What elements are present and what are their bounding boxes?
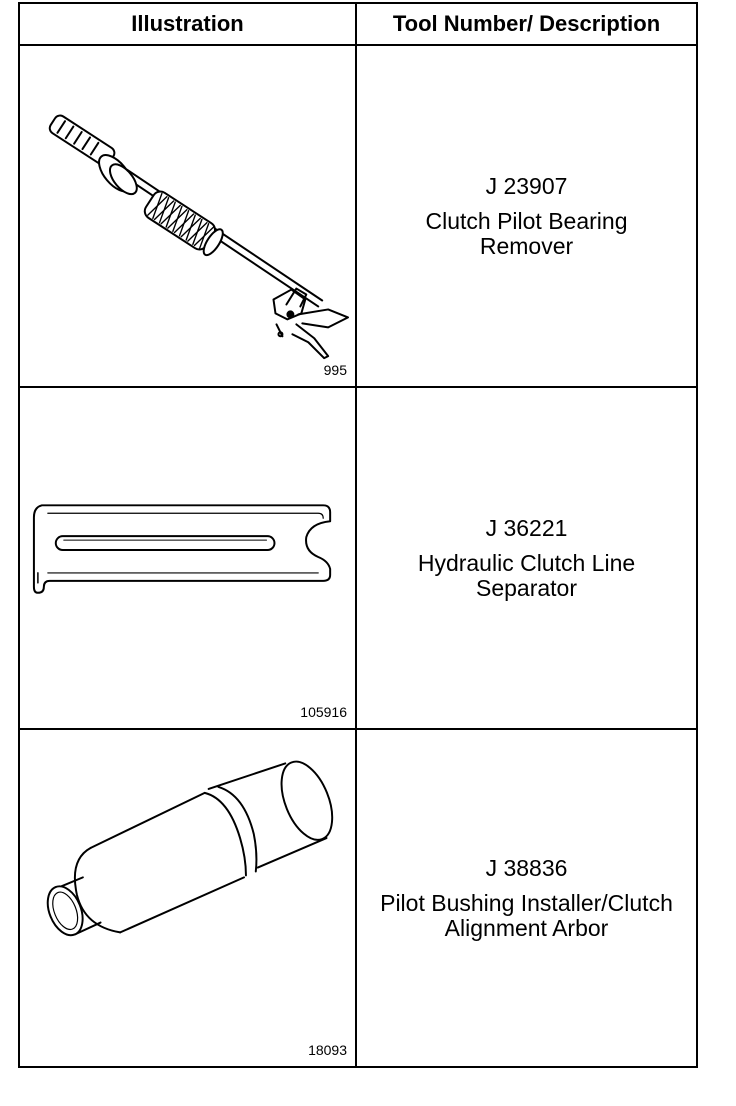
tool-table: Illustration Tool Number/ Description (18, 2, 698, 1068)
alignment-arbor-icon (46, 760, 334, 937)
figure-number: 105916 (300, 704, 347, 720)
figure-number: 995 (323, 362, 347, 378)
tool-number: J 23907 (485, 172, 568, 199)
figure-number: 18093 (308, 1042, 347, 1058)
illustration-cell-1: 995 (20, 46, 357, 388)
slide-hammer-icon (48, 114, 350, 360)
header-tool-number-description: Tool Number/ Description (357, 4, 696, 46)
separator-plate-icon (32, 504, 332, 594)
tool-number: J 38836 (485, 854, 568, 881)
illustration-cell-3: 18093 (20, 730, 357, 1066)
tool-number: J 36221 (485, 514, 568, 541)
illustration-cell-2: 105916 (20, 388, 357, 730)
tool-description: Hydraulic Clutch Line Separator (417, 549, 636, 601)
tool-description: Clutch Pilot Bearing Remover (425, 207, 628, 259)
tool-description: Pilot Bushing Installer/Clutch Alignment… (380, 889, 673, 941)
description-cell-1: J 23907 Clutch Pilot Bearing Remover (357, 46, 696, 388)
header-illustration: Illustration (20, 4, 357, 46)
description-cell-2: J 36221 Hydraulic Clutch Line Separator (357, 388, 696, 730)
description-cell-3: J 38836 Pilot Bushing Installer/Clutch A… (357, 730, 696, 1066)
